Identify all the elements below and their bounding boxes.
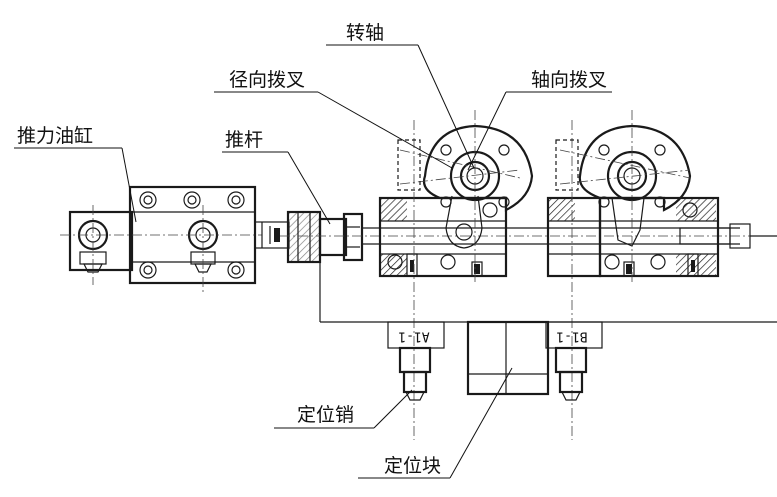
thrust-cylinder — [60, 185, 262, 295]
right-fork-housing — [546, 110, 777, 440]
label-axial-fork: 轴向拨叉 — [531, 69, 607, 91]
label-push-rod: 推杆 — [225, 129, 263, 151]
pin-tag-b: B1-1 — [556, 329, 587, 344]
locating-pin-left — [387, 321, 445, 401]
left-fork-housing — [378, 110, 534, 440]
label-rotating-shaft: 转轴 — [346, 22, 384, 44]
label-locating-pin: 定位销 — [297, 404, 354, 426]
locating-pin-right — [545, 321, 603, 401]
leader-lines — [14, 44, 612, 479]
label-locating-block: 定位块 — [384, 455, 441, 477]
label-thrust-cylinder: 推力油缸 — [17, 125, 93, 147]
pin-tag-a: A1-1 — [398, 329, 429, 344]
label-radial-fork: 径向拨叉 — [229, 69, 305, 91]
locating-block — [466, 320, 550, 396]
